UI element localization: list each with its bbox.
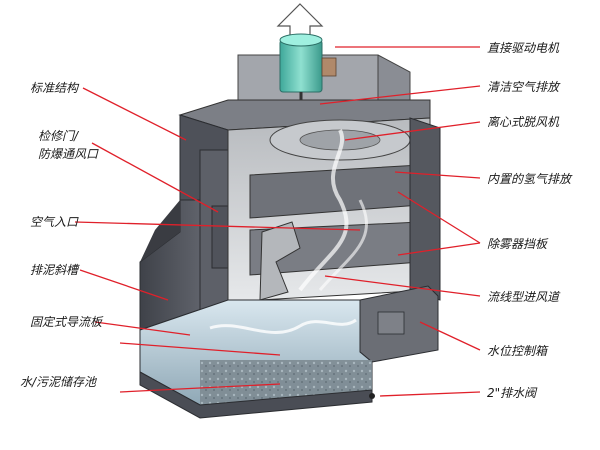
label-water-level-control-box: 水位控制箱	[487, 344, 548, 358]
leader-lines	[74, 46, 481, 397]
label-fixed-guide-plate: 固定式导流板	[30, 315, 103, 329]
base-frame	[139, 371, 373, 419]
label-direct-drive-motor: 直接驱动电机	[487, 41, 560, 55]
label-clean-air-exhaust: 清洁空气排放	[487, 80, 560, 94]
label-streamlined-air-duct: 流线型进风道	[487, 290, 560, 304]
label-sludge-chute: 排泥斜槽	[30, 263, 79, 277]
label-standard-structure: 标准结构	[30, 81, 79, 95]
label-sludge-storage: 水/污泥储存池	[20, 375, 97, 389]
interior-cutaway	[227, 117, 431, 301]
label-centrifugal-fan: 离心式脱风机	[487, 115, 560, 129]
label-drain-valve: 2"排水阀	[487, 386, 537, 400]
label-demister-baffle: 除雾器挡板	[487, 237, 548, 251]
label-built-in-hydrogen-exhaust: 内置的氢气排放	[487, 172, 572, 186]
label-maintenance-door-line2: 防爆通风口	[38, 147, 99, 161]
motor-icon	[279, 33, 337, 110]
label-maintenance-door-line1: 检修门/	[38, 129, 79, 143]
drain-valve-icon	[369, 393, 375, 399]
label-air-inlet: 空气入口	[30, 215, 79, 229]
water-level-control-box-icon	[359, 285, 439, 363]
